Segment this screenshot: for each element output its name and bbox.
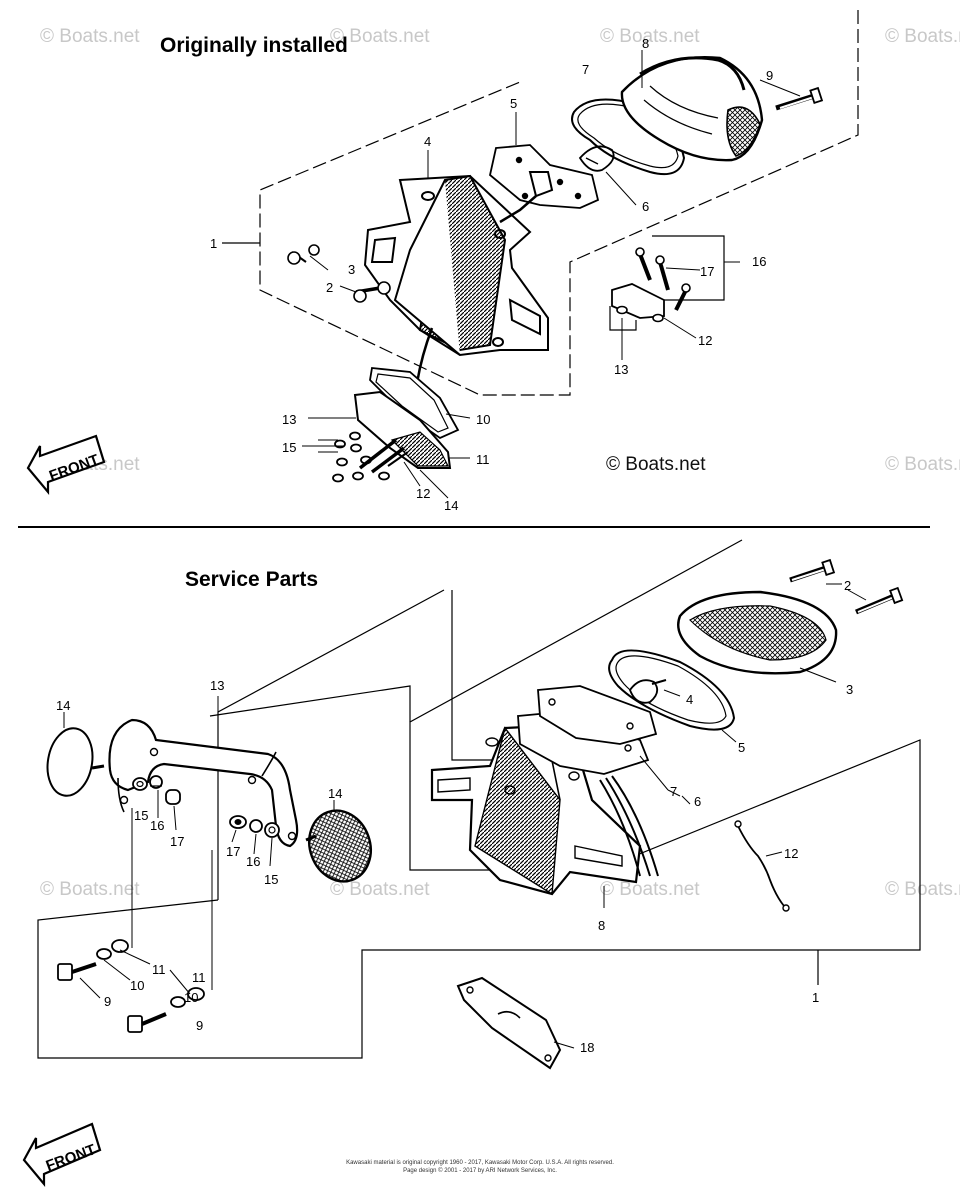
callout-b12: 12 <box>784 846 798 861</box>
watermark: © Boats.net <box>885 879 960 900</box>
watermark: © Boats.net <box>600 879 700 900</box>
front-arrow-icon: FRONT <box>22 1122 102 1188</box>
callout-b10b: 10 <box>184 990 198 1005</box>
callout-11: 11 <box>476 452 490 467</box>
callout-7: 7 <box>582 62 589 77</box>
watermark: © Boats.net <box>600 26 700 47</box>
section-title-service: Service Parts <box>185 568 319 591</box>
callout-b17b: 17 <box>226 844 240 859</box>
callout-b1: 1 <box>812 990 819 1005</box>
callout-1: 1 <box>210 236 217 251</box>
callout-b11b: 11 <box>192 970 206 985</box>
callout-9: 9 <box>766 68 773 83</box>
callout-17: 17 <box>700 264 714 279</box>
callout-b4: 4 <box>686 692 693 707</box>
callout-b15: 15 <box>134 808 148 823</box>
footer-design: Page design © 2001 - 2017 by ARI Network… <box>403 1168 557 1174</box>
callout-b7: 7 <box>670 784 677 799</box>
watermark: © Boats.net <box>330 879 430 900</box>
top-callouts: 1 2 3 4 5 6 7 8 9 10 11 12 13 14 15 16 1… <box>210 36 773 513</box>
watermark: © Boats.net <box>40 879 140 900</box>
callout-b16b: 16 <box>246 854 260 869</box>
callout-b11: 11 <box>152 962 166 977</box>
callout-b16: 16 <box>150 818 164 833</box>
callout-b14b: 14 <box>328 786 342 801</box>
bottom-assembly <box>37 539 921 1070</box>
watermark: © Boats.net <box>40 26 140 47</box>
callout-b10: 10 <box>130 978 144 993</box>
watermark-dark: © Boats.net <box>606 454 706 475</box>
callout-b8: 8 <box>598 918 605 933</box>
callout-b2: 2 <box>844 578 851 593</box>
callout-16: 16 <box>752 254 766 269</box>
watermark: © Boats.net <box>330 26 430 47</box>
callout-b17: 17 <box>170 834 184 849</box>
front-arrow-icon: FRONT <box>26 434 106 496</box>
callout-b9: 9 <box>104 994 111 1009</box>
callout-2: 2 <box>326 280 333 295</box>
callout-b15b: 15 <box>264 872 278 887</box>
callout-b3: 3 <box>846 682 853 697</box>
callout-4: 4 <box>424 134 431 149</box>
watermark: © Boats.net <box>885 454 960 475</box>
callout-12b: 12 <box>698 333 712 348</box>
bottom-callouts: 1 2 3 4 5 6 7 8 9 10 11 12 13 14 15 16 1… <box>56 578 853 1055</box>
top-assembly <box>222 10 859 499</box>
footer-copyright: Kawasaki material is original copyright … <box>346 1160 614 1166</box>
callout-b6: 6 <box>694 794 701 809</box>
callout-10: 10 <box>476 412 490 427</box>
watermark: © Boats.net <box>885 26 960 47</box>
bracket <box>363 174 549 357</box>
callout-b13: 13 <box>210 678 224 693</box>
callout-6: 6 <box>642 199 649 214</box>
callout-3: 3 <box>348 262 355 277</box>
callout-b18: 18 <box>580 1040 594 1055</box>
callout-15: 15 <box>282 440 296 455</box>
callout-b5: 5 <box>738 740 745 755</box>
callout-14: 14 <box>444 498 458 513</box>
callout-b14: 14 <box>56 698 70 713</box>
callout-8: 8 <box>642 36 649 51</box>
callout-5: 5 <box>510 96 517 111</box>
callout-13: 13 <box>282 412 296 427</box>
section-title-original: Originally installed <box>160 34 348 57</box>
callout-12: 12 <box>416 486 430 501</box>
callout-13b: 13 <box>614 362 628 377</box>
callout-b9b: 9 <box>196 1018 203 1033</box>
